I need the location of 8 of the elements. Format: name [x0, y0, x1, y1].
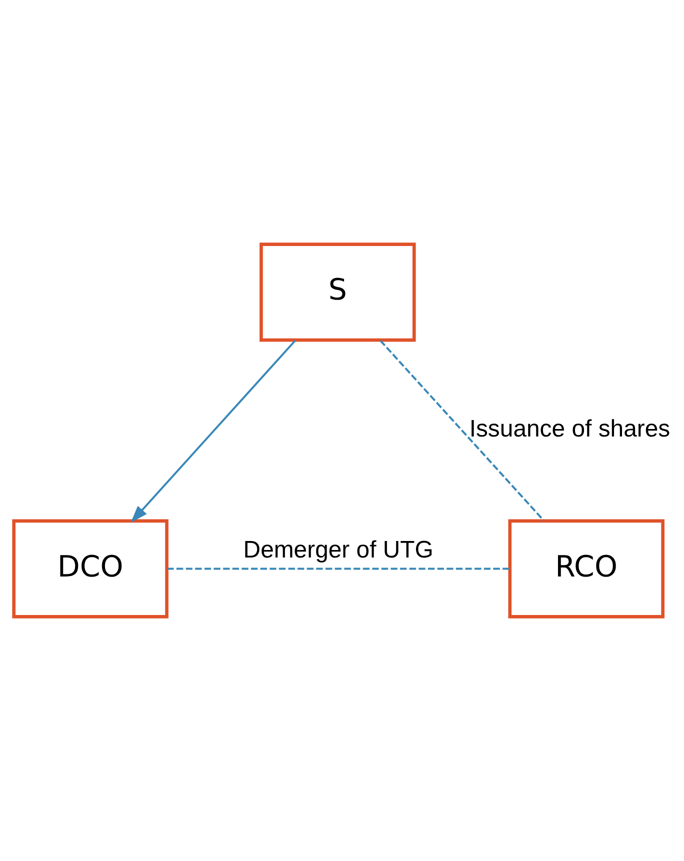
edge-label: Issuance of shares	[469, 415, 670, 442]
edge-label: Demerger of UTG	[243, 536, 434, 564]
connector	[380, 340, 544, 522]
node-box: RCO	[508, 519, 664, 618]
arrow	[130, 340, 296, 523]
node-box: S	[260, 242, 416, 342]
node-box: DCO	[12, 519, 168, 618]
connector	[167, 568, 510, 570]
